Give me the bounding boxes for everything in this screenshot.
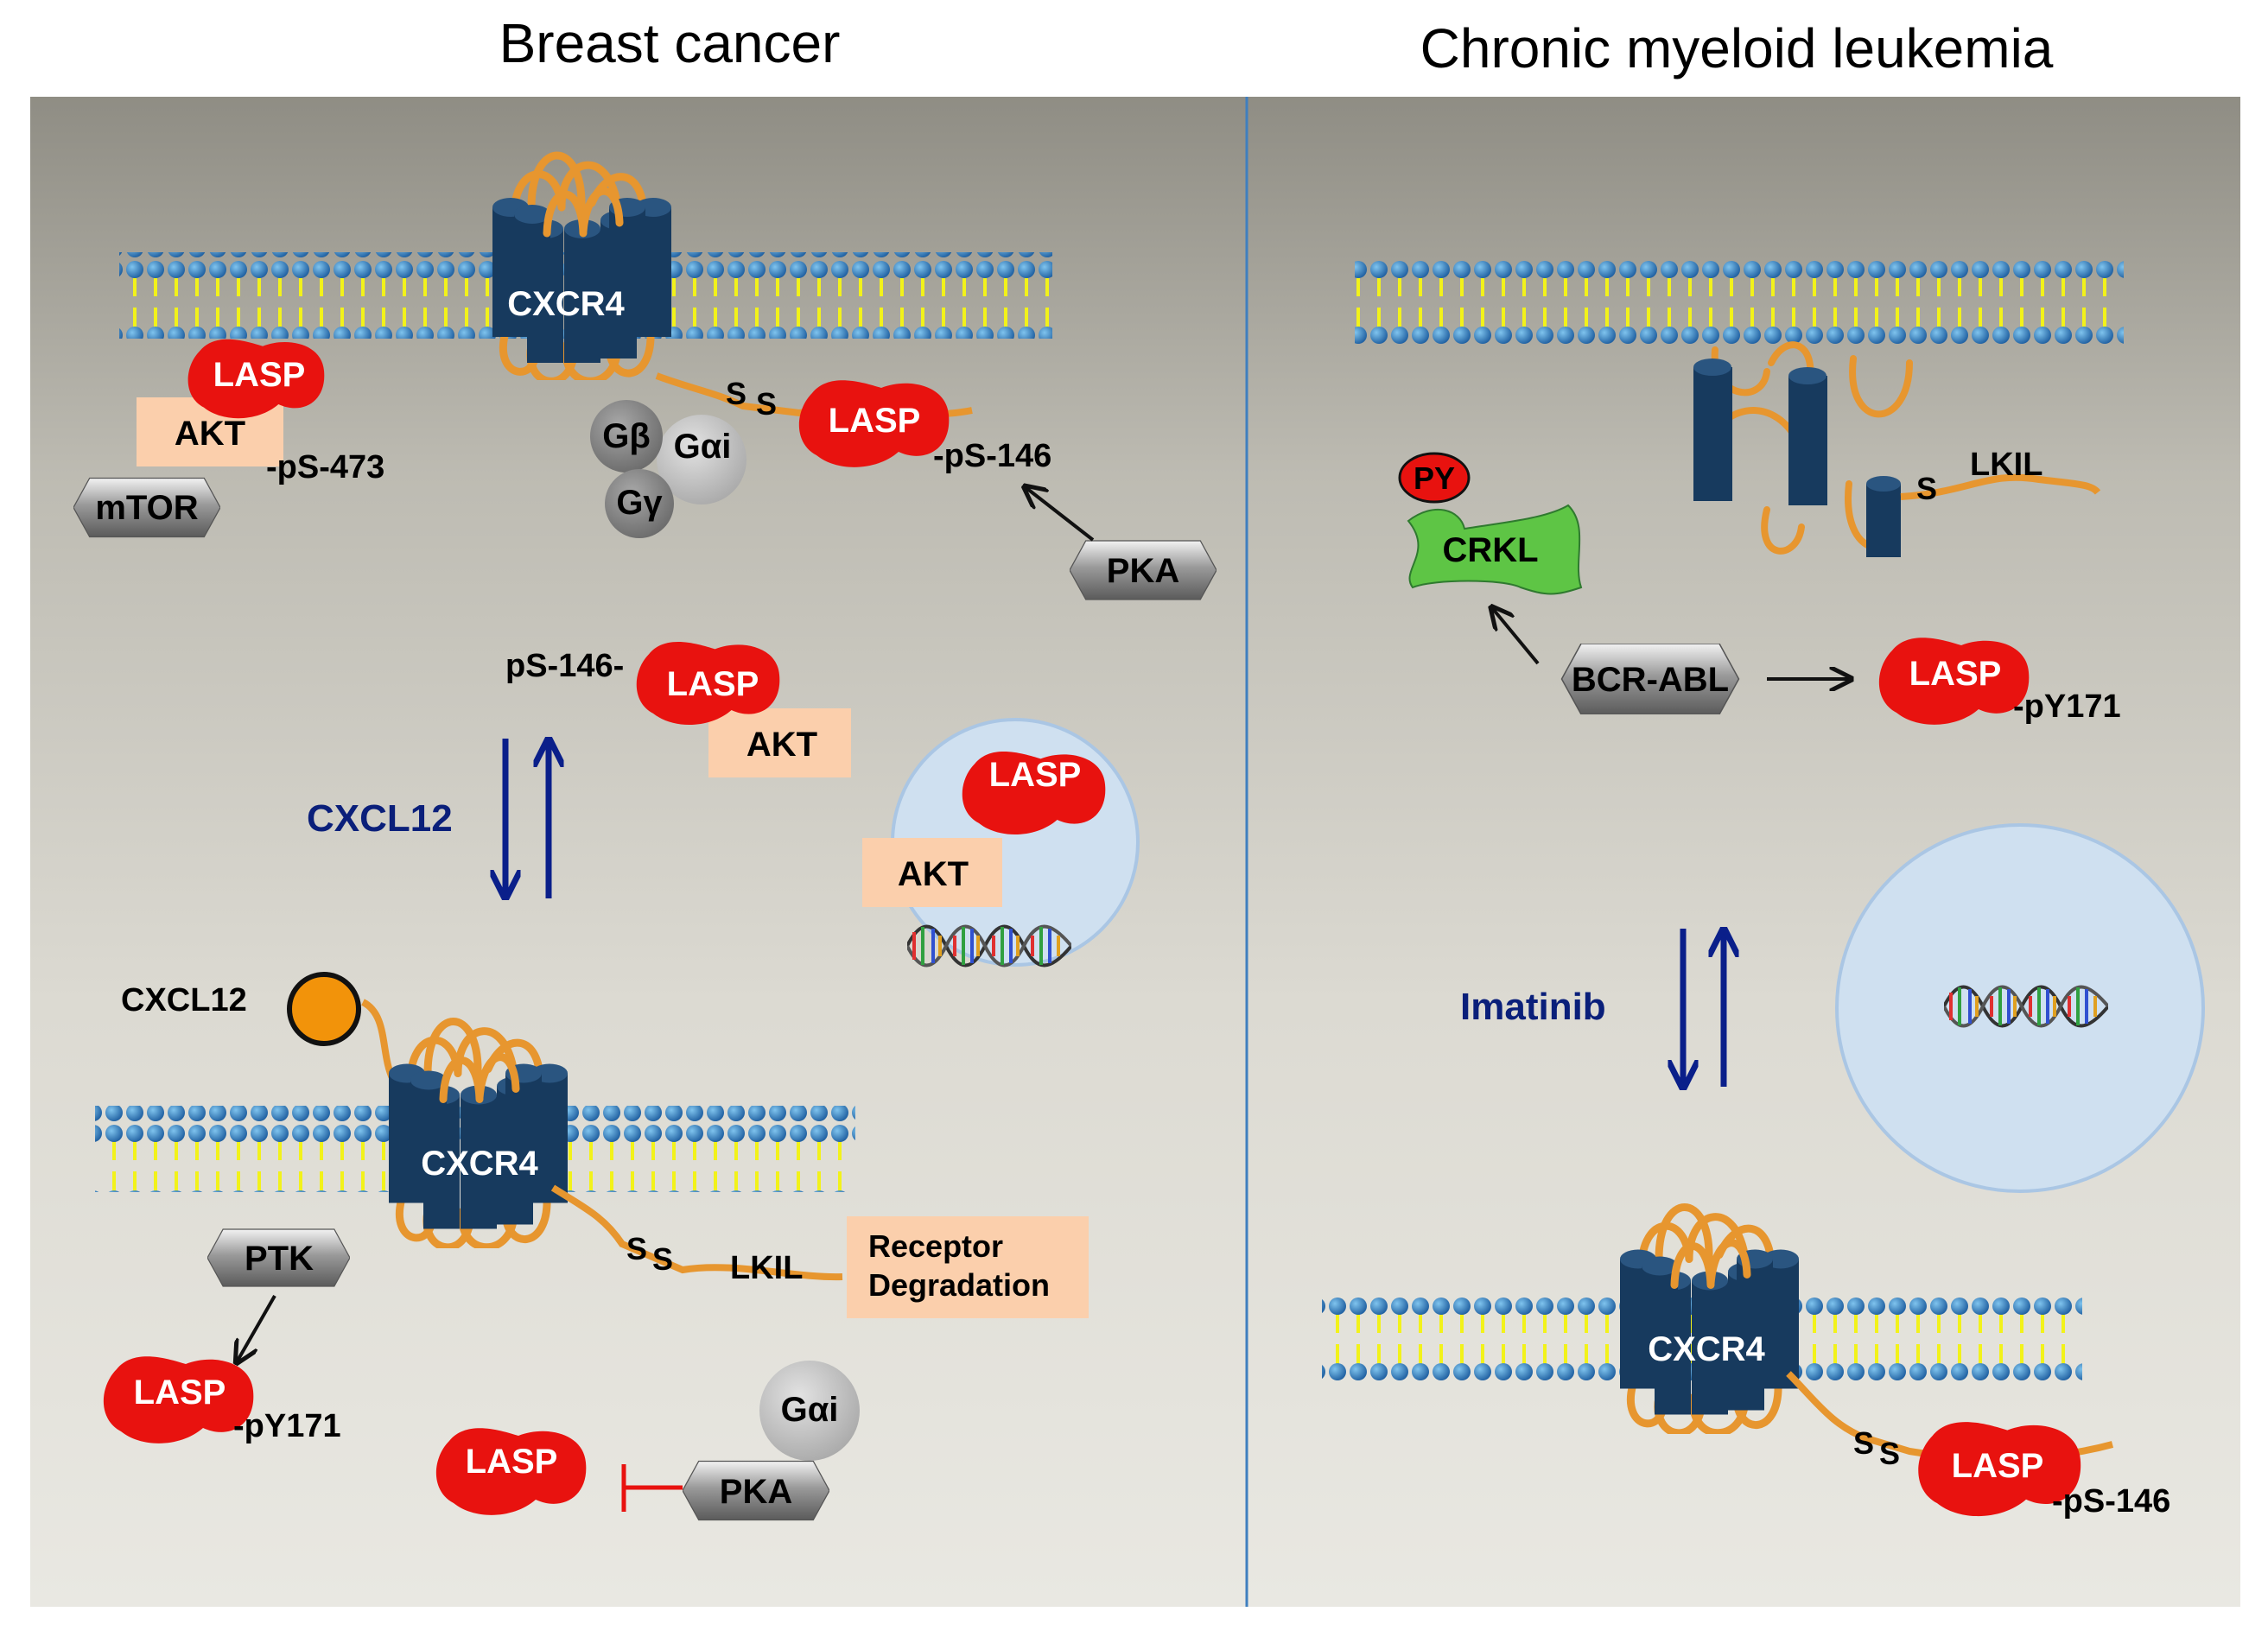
akt-label-middle: AKT [746, 726, 817, 764]
receptor-label: Receptor [868, 1228, 1003, 1264]
internalized-receptor [1693, 341, 2101, 557]
arrow-bcrabl-to-crkl [1493, 609, 1540, 665]
mtor-label: mTOR [95, 489, 198, 527]
akt-label-top: AKT [175, 415, 245, 453]
imatinib-label: Imatinib [1460, 986, 1606, 1028]
pka-label-bottom: PKA [720, 1473, 792, 1511]
bcr-abl-label: BCR-ABL [1572, 661, 1729, 699]
g-alpha-i-sphere [657, 415, 746, 504]
s-label-4: S [652, 1241, 673, 1277]
cxcl12-label-black: CXCL12 [121, 982, 247, 1018]
g-beta-sphere [590, 400, 663, 473]
g-gamma-label: Gγ [616, 484, 663, 522]
s-label-2: S [756, 386, 777, 422]
c-tail-bottom [550, 1184, 843, 1281]
g-alpha-i-label-bottom: Gαi [781, 1391, 839, 1429]
akt-box-middle [708, 708, 851, 777]
lasp-label-bottom-right: LASP [1952, 1447, 2044, 1485]
lkil-label-left: LKIL [730, 1250, 803, 1286]
right-panel-title: Chronic myeloid leukemia [1420, 17, 2054, 79]
ptk-label: PTK [245, 1240, 314, 1278]
degradation-label: Degradation [868, 1267, 1050, 1303]
ps473-label: -pS-473 [266, 449, 384, 485]
s-label-1: S [726, 376, 746, 411]
lasp-label-py171-left: LASP [134, 1374, 226, 1412]
lasp-label-py171-right: LASP [1909, 655, 2002, 693]
ps146-label-middle: pS-146- [505, 648, 624, 684]
lasp-label-top-right: LASP [829, 402, 921, 440]
py-badge [1398, 452, 1471, 504]
lkil-label-right: LKIL [1970, 447, 2042, 483]
g-beta-label: Gβ [602, 417, 651, 455]
py-label: PY [1414, 460, 1455, 496]
ps146-label-bottom-right: -pS-146 [2052, 1483, 2170, 1520]
lipid-bilayer-icon [1355, 259, 2124, 346]
left-panel-title: Breast cancer [499, 12, 841, 74]
s-label-right-1: S [1853, 1425, 1874, 1461]
crkl-label: CRKL [1442, 531, 1538, 569]
lasp-label-inhibited: LASP [466, 1443, 558, 1481]
cxcr4-label-bottom: CXCR4 [421, 1145, 538, 1183]
cxcr4-label-top: CXCR4 [507, 285, 625, 323]
lasp-label-nucleus: LASP [989, 756, 1082, 794]
receptor-degradation-box [847, 1216, 1089, 1318]
g-alpha-i-sphere-bottom [759, 1361, 860, 1461]
arrow-pka-to-lasp [1026, 488, 1095, 542]
g-alpha-i-label: Gαi [674, 428, 732, 466]
s-label-3: S [626, 1231, 647, 1266]
ps146-label-top: -pS-146 [933, 438, 1051, 474]
cxcr4-label-right: CXCR4 [1648, 1330, 1765, 1368]
crkl-shape [1407, 504, 1583, 595]
s-label-right-2: S [1879, 1436, 1900, 1471]
s-label-right-top: S [1916, 471, 1937, 506]
py171-label-right: -pY171 [2013, 688, 2121, 725]
pka-label-top: PKA [1107, 552, 1179, 590]
arrow-ptk-to-lasp [238, 1295, 276, 1361]
lasp-label-top-left: LASP [213, 356, 306, 394]
lasp-label-middle: LASP [667, 665, 759, 703]
cxcl12-ligand [287, 972, 361, 1046]
akt-box-nucleus [862, 838, 1002, 907]
g-gamma-sphere [605, 469, 674, 538]
akt-label-nucleus: AKT [898, 855, 969, 893]
cxcl12-label-blue: CXCL12 [307, 797, 453, 840]
py171-label-left: -pY171 [233, 1408, 341, 1444]
